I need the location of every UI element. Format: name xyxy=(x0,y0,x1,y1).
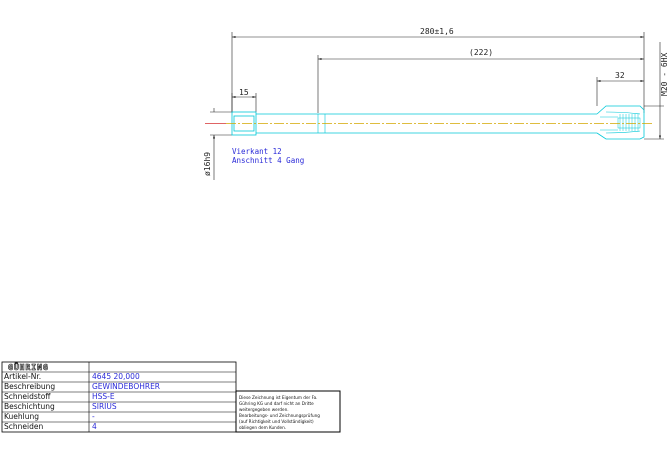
dimension-thread-length: 32 xyxy=(596,71,644,106)
value-kuehlung: - xyxy=(92,412,95,421)
value-beschichtung: SIRIUS xyxy=(92,402,117,411)
label-kuehlung: Kuehlung xyxy=(4,412,39,421)
dimension-thread-spec: M20 - 6HX xyxy=(644,42,669,140)
dimension-square-length: 15 xyxy=(231,88,257,112)
company-logo: GÜHRING xyxy=(8,362,49,372)
label-beschichtung: Beschichtung xyxy=(4,402,55,411)
tap-outline xyxy=(231,105,645,140)
dimension-shank-length: (222) xyxy=(317,48,644,113)
copyright-line-4: Bearbeitungs- und Zeichnungsprüfung xyxy=(239,413,320,418)
shank-diameter-label: ø16h9 xyxy=(203,152,212,176)
copyright-line-2: Gühring KG und darf nicht an Dritte xyxy=(239,401,314,406)
value-artikel: 4645 20,000 xyxy=(92,372,140,381)
title-block: GÜHRING Artikel-Nr. 4645 20,000 Beschrei… xyxy=(1,361,237,433)
label-schneiden: Schneiden xyxy=(4,422,43,431)
note-chamfer: Anschnitt 4 Gang xyxy=(232,156,304,165)
thread-body xyxy=(596,105,645,140)
thread-length-label: 32 xyxy=(615,71,625,80)
label-beschreibung: Beschreibung xyxy=(4,382,55,391)
copyright-line-5: (auf Richtigkeit und Vollständigkeit) xyxy=(239,419,314,424)
value-beschreibung: GEWINDEBOHRER xyxy=(92,382,160,391)
shank-length-label: (222) xyxy=(469,48,493,57)
copyright-line-3: weitergegeben werden. xyxy=(239,407,289,412)
dimension-overall-length: 280±1,6 xyxy=(231,27,645,113)
copyright-line-6: obliegen dem Kunden. xyxy=(239,425,286,430)
value-schneiden: 4 xyxy=(92,422,97,431)
label-schneidstoff: Schneidstoff xyxy=(4,392,51,401)
overall-length-label: 280±1,6 xyxy=(420,27,454,36)
thread-spec-label: M20 - 6HX xyxy=(660,52,669,96)
label-artikel: Artikel-Nr. xyxy=(4,372,41,381)
square-length-label: 15 xyxy=(239,88,249,97)
copyright-notice: Diese Zeichnung ist Eigentum der Fa. Güh… xyxy=(235,390,341,433)
value-schneidstoff: HSS-E xyxy=(92,392,115,401)
copyright-line-1: Diese Zeichnung ist Eigentum der Fa. xyxy=(239,395,318,400)
note-square: Vierkant 12 xyxy=(232,147,282,156)
dimension-shank-diameter: ø16h9 xyxy=(203,108,232,180)
